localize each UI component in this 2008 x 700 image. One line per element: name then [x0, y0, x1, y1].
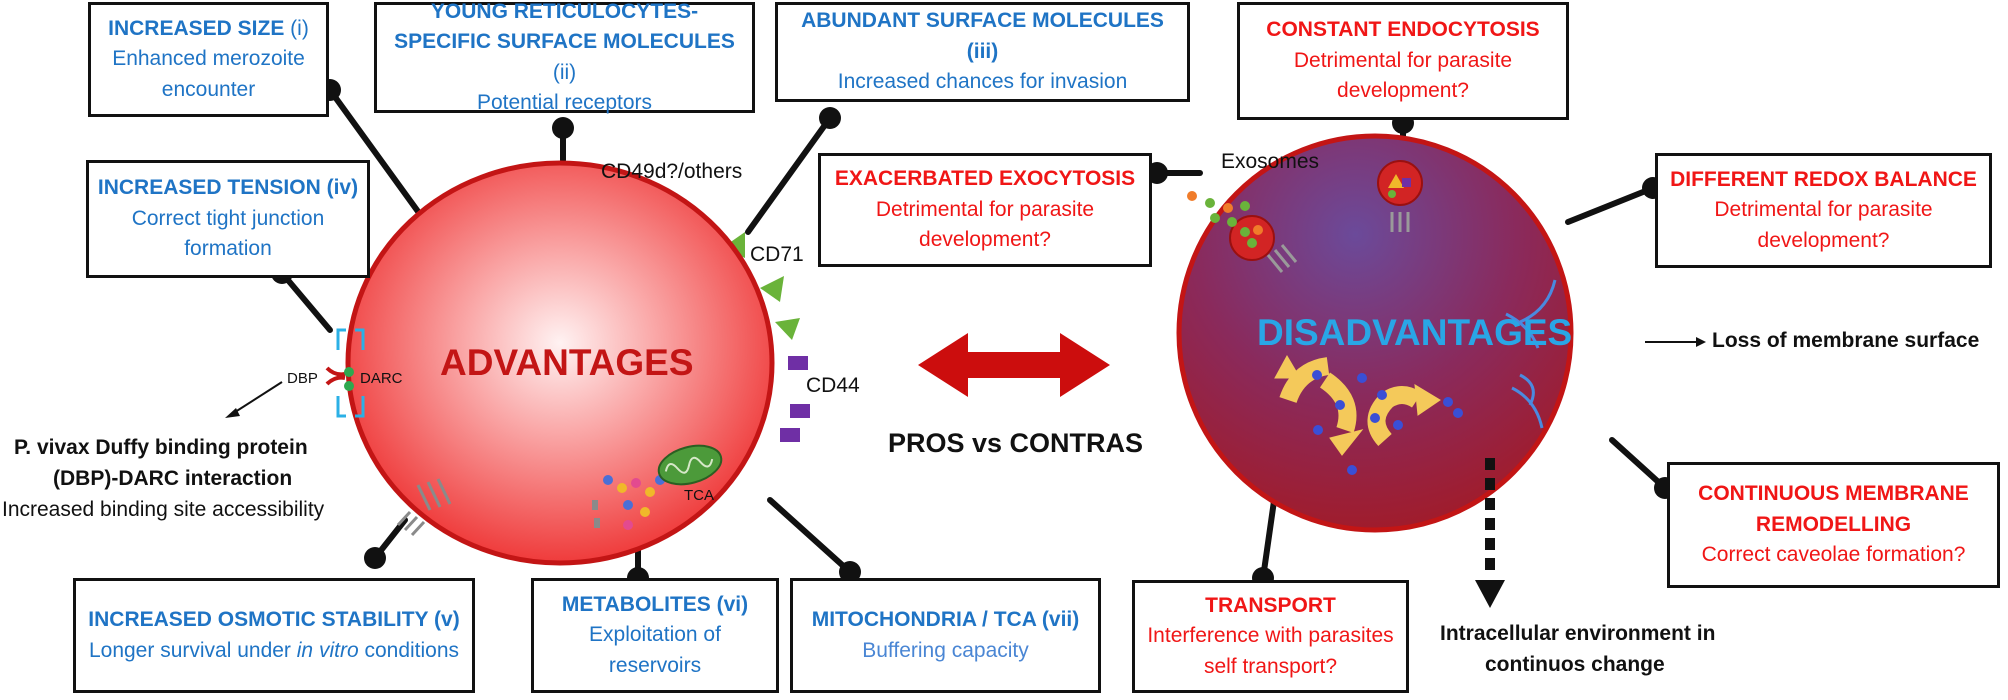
increased-size-text: Enhanced merozoite encounter — [112, 47, 305, 101]
box-abundant-surface: ABUNDANT SURFACE MOLECULES (iii) Increas… — [775, 2, 1190, 102]
young-reticulocytes-text: Potential receptors — [476, 90, 653, 114]
box-increased-tension: INCREASED TENSION (iv) Correct tight jun… — [86, 160, 370, 278]
increased-tension-title: INCREASED TENSION (iv) — [97, 176, 359, 200]
intracellular-line2: continuos change — [1485, 653, 1665, 676]
osmotic-stability-title: INCREASED OSMOTIC STABILITY (v) — [88, 608, 460, 632]
increased-size-number: (i) — [284, 16, 309, 40]
transport-dots — [1312, 370, 1463, 475]
box-osmotic-stability: INCREASED OSMOTIC STABILITY (v) Longer s… — [73, 578, 475, 693]
box-transport: TRANSPORT Interference with parasites se… — [1132, 580, 1409, 693]
loss-membrane-label: Loss of membrane surface — [1712, 329, 1980, 352]
mitochondria-title: MITOCHONDRIA / TCA (vii) — [811, 608, 1080, 632]
endocytosis-text: Detrimental for parasite development? — [1293, 48, 1513, 103]
intracellular-line1: Intracellular environment in — [1440, 622, 1716, 645]
exocytosis-vesicle — [1229, 215, 1298, 273]
abundant-surface-text: Increased chances for invasion — [837, 70, 1128, 94]
intracellular-arrow — [1475, 458, 1505, 608]
box-redox-balance: DIFFERENT REDOX BALANCE Detrimental for … — [1655, 153, 1992, 268]
increased-size-title: INCREASED SIZE — [108, 16, 285, 40]
exocytosis-text: Detrimental for parasite development? — [875, 197, 1095, 252]
exocytosis-title: EXACERBATED EXOCYTOSIS — [834, 167, 1136, 191]
metabolites-text: Exploitation of reservoirs — [589, 623, 721, 677]
box-increased-size: INCREASED SIZE (i) Enhanced merozoite en… — [88, 2, 329, 117]
tca-label: TCA — [684, 487, 714, 504]
pros-contras-arrow — [918, 333, 1110, 397]
mitochondrion — [657, 444, 723, 486]
young-reticulocytes-number: (ii) — [552, 60, 577, 84]
metabolites-title: METABOLITES (vi) — [561, 592, 749, 616]
cd44-receptors — [780, 356, 810, 442]
dbp-darc-line3: Increased binding site accessibility — [2, 498, 325, 521]
increased-tension-text: Correct tight junction formation — [131, 206, 325, 261]
darc-dbp-symbol — [325, 328, 365, 418]
darc-label: DARC — [360, 370, 403, 387]
remodelling-text: Correct caveolae formation? — [1701, 543, 1966, 567]
endocytosis-title: CONSTANT ENDOCYTOSIS — [1266, 18, 1540, 42]
advantages-label: ADVANTAGES — [440, 342, 694, 383]
box-metabolites: METABOLITES (vi) Exploitation of reservo… — [531, 578, 779, 693]
box-mitochondria: MITOCHONDRIA / TCA (vii) Buffering capac… — [790, 578, 1101, 693]
osmotic-stability-text: Longer survival under in vitro condition… — [88, 638, 460, 662]
membrane-arcs — [1505, 279, 1557, 429]
redox-text: Detrimental for parasite development? — [1714, 198, 1933, 252]
cd71-label: CD71 — [750, 243, 804, 266]
box-exacerbated-exocytosis: EXACERBATED EXOCYTOSIS Detrimental for p… — [818, 153, 1152, 267]
box-membrane-remodelling: CONTINUOUS MEMBRANE REMODELLING Correct … — [1667, 462, 2000, 588]
disadvantages-cell — [1176, 133, 1574, 533]
exosome-dots — [1187, 191, 1250, 227]
abundant-surface-title: ABUNDANT SURFACE MOLECULES (iii) — [801, 9, 1164, 63]
mitochondria-text: Buffering capacity — [862, 638, 1029, 662]
endocytosis-vesicle — [1377, 160, 1423, 232]
cd49d-label: CD49d?/others — [601, 160, 743, 183]
box-constant-endocytosis: CONSTANT ENDOCYTOSIS Detrimental for par… — [1237, 2, 1569, 120]
pros-vs-contras-label: PROS vs CONTRAS — [888, 428, 1144, 458]
redox-title: DIFFERENT REDOX BALANCE — [1670, 167, 1977, 191]
osmotic-channel — [396, 478, 452, 537]
young-reticulocytes-title: YOUNG RETICULOCYTES-SPECIFIC SURFACE MOL… — [394, 0, 735, 54]
transport-title: TRANSPORT — [1205, 593, 1336, 617]
dbp-darc-line2: (DBP)-DARC interaction — [53, 467, 293, 490]
exosomes-label: Exosomes — [1221, 150, 1320, 173]
disadvantages-label: DISADVANTAGES — [1257, 312, 1573, 353]
transport-arrows — [1274, 354, 1441, 456]
dbp-darc-line1: P. vivax Duffy binding protein — [14, 436, 308, 459]
cd44-label: CD44 — [806, 374, 860, 397]
transport-text: Interference with parasites self transpo… — [1147, 624, 1394, 678]
box-young-reticulocytes: YOUNG RETICULOCYTES-SPECIFIC SURFACE MOL… — [374, 0, 755, 114]
remodelling-title: CONTINUOUS MEMBRANE REMODELLING — [1698, 482, 1969, 536]
dbp-label: DBP — [287, 370, 318, 387]
